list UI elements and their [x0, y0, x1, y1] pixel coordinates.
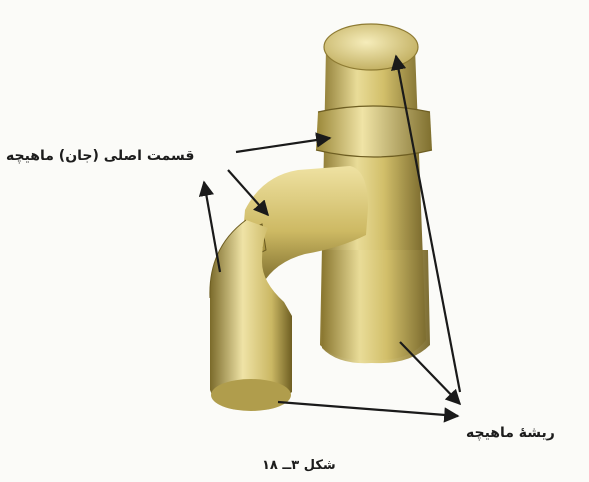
label-main-part: قسمت اصلی (جان) ماهیچه: [6, 148, 194, 164]
figure-caption: شکل ۳ــ ۱۸: [262, 458, 336, 473]
arrow-to-collar: [236, 138, 330, 152]
label-core-print: ریشهٔ ماهیچه: [466, 425, 555, 441]
arrow-to-column-foot: [400, 342, 460, 404]
arrow-to-elbow: [204, 182, 220, 272]
arrow-to-pipe-foot: [278, 402, 458, 416]
